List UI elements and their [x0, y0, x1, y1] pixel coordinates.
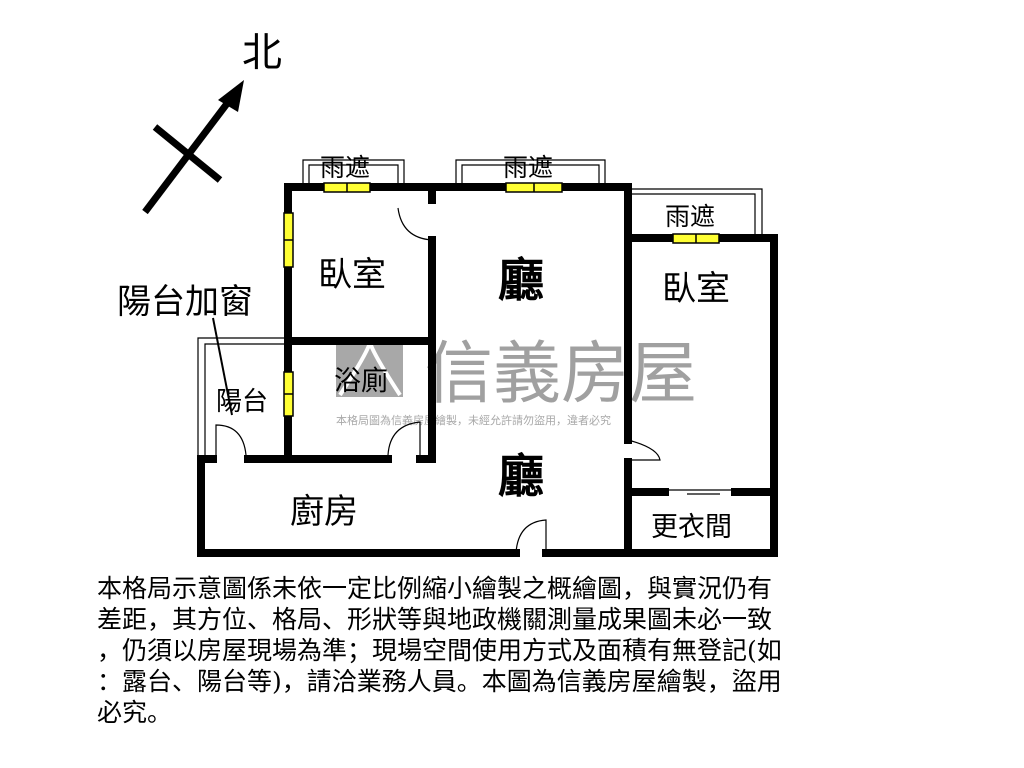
watermark-logo: [336, 340, 403, 397]
compass-icon: [142, 80, 244, 215]
watermark-notice: 本格局圖為信義房屋繪製，未經允許請勿盜用，違者必究: [336, 413, 611, 427]
closet-label: 更衣間: [651, 512, 732, 543]
windows: [283, 182, 720, 417]
disclaimer-line: ：露台、陽台等)，請洽業務人員。本圖為信義房屋繪製，盜用: [97, 667, 782, 696]
doors: [215, 207, 735, 554]
disclaimer-line: 本格局示意圖係未依一定比例縮小繪製之概繪圖，與實況仍有: [97, 574, 773, 603]
disclaimer-line: ，仍須以房屋現場為準；現場空間使用方式及面積有無登記(如: [97, 636, 782, 665]
bathroom-label: 浴廁: [334, 366, 388, 397]
awnings: [197, 159, 763, 455]
balcony-label: 陽台: [216, 387, 268, 417]
living-room-label: 廳: [498, 253, 544, 307]
bedroom-label: 臥室: [318, 255, 386, 295]
awning-label: 雨遮: [665, 202, 715, 231]
disclaimer: 本格局示意圖係未依一定比例縮小繪製之概繪圖，與實況仍有 差距，其方位、格局、形狀…: [97, 573, 937, 728]
watermark-brand: 信義房屋: [425, 335, 697, 414]
disclaimer-line: 差距，其方位、格局、形狀等與地政機關測量成果圖未必一致: [97, 605, 773, 634]
awning-label: 雨遮: [320, 153, 370, 182]
awning-label: 雨遮: [503, 153, 553, 182]
north-label: 北: [242, 30, 282, 76]
living-room-label: 廳: [498, 449, 544, 503]
bedroom-label: 臥室: [662, 269, 730, 309]
disclaimer-line: 必究。: [97, 698, 173, 727]
balcony-window-note: 陽台加窗: [117, 282, 253, 322]
kitchen-label: 廚房: [290, 492, 358, 532]
